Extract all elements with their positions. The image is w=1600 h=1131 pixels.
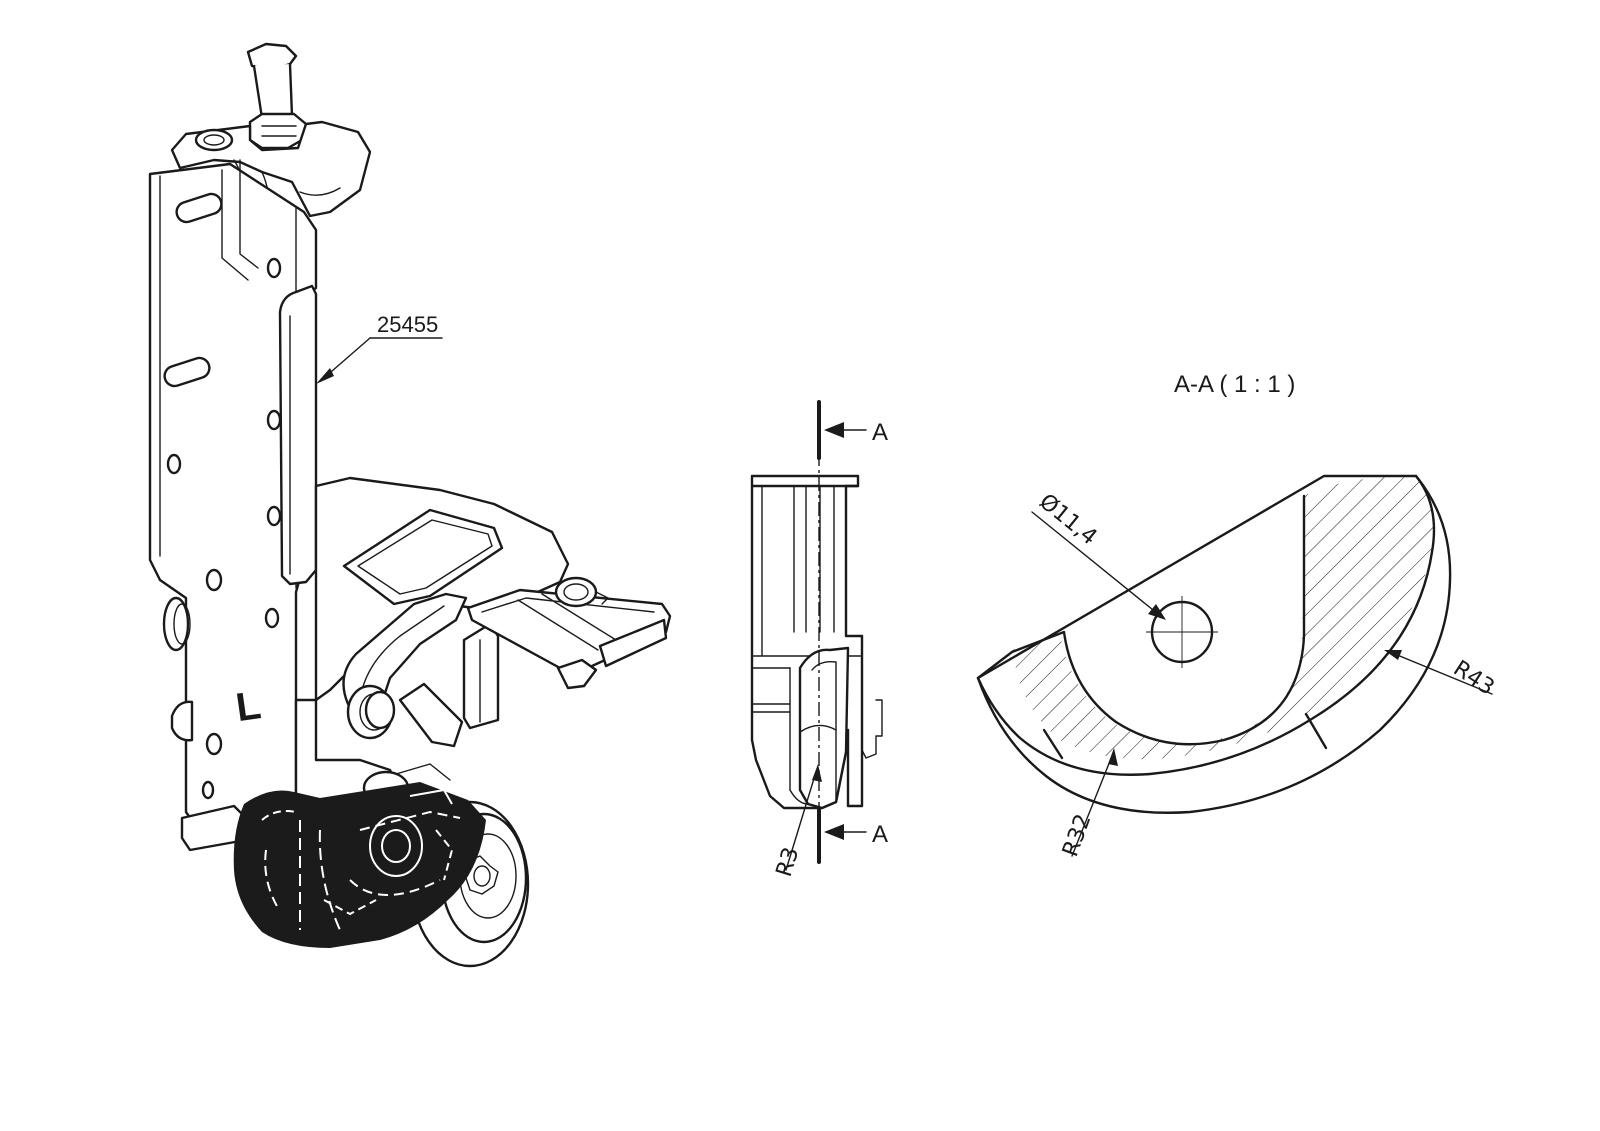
dim-radius-inner: R32 [1058,811,1096,860]
mounting-plate [148,159,318,852]
isometric-view: L [148,42,672,968]
rail-plate [466,576,672,690]
dim-radius-small: R3 [772,844,804,879]
section-title: A-A ( 1 : 1 ) [1174,371,1295,398]
side-pins [162,596,194,742]
arm-bracket [314,476,570,748]
black-cap [233,782,486,948]
section-letter-bottom: A [872,821,888,848]
part-number-callout: 25455 [316,312,443,384]
part-number-label: 25455 [377,312,438,337]
section-view: A-A ( 1 : 1 ) Ø11,4 R43 R32 [976,371,1499,860]
side-marker-label: L [233,683,263,730]
section-letter-top: A [872,419,888,446]
side-view: A A R3 [750,400,888,880]
bolt [246,42,308,150]
